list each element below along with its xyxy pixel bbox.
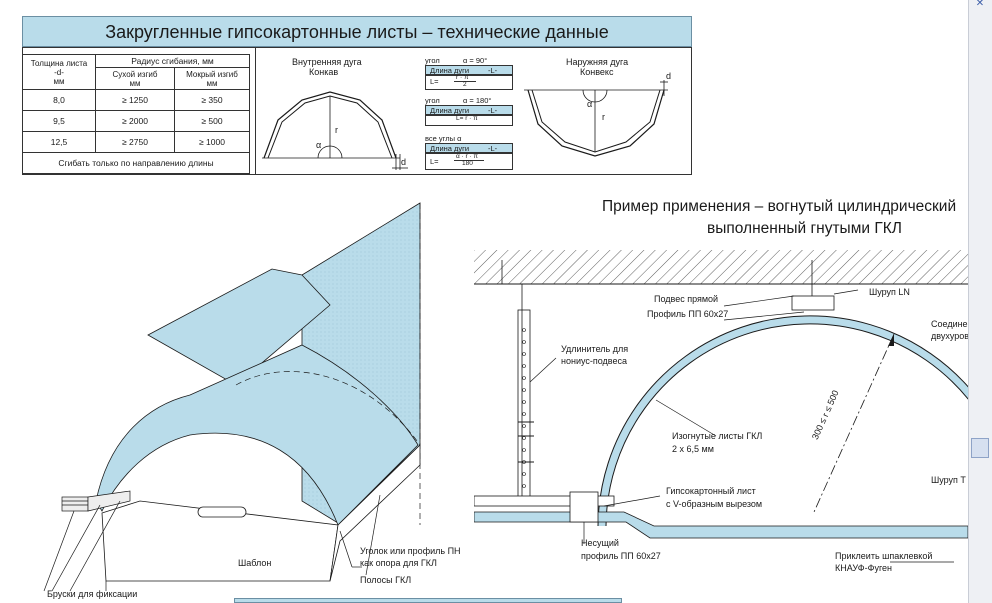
gkl-label-1: Гипсокартонный лист [666,486,756,496]
bent-sheets-label-2: 2 x 6,5 мм [672,444,714,454]
formula-panel: угол α = 90° Длина дуги -L- L= r · π 2 у… [423,56,515,172]
gkl-label-2: с V-образным вырезом [666,499,763,509]
thickness-header: Толщина листа -d- мм [22,54,96,90]
concave-r: r [335,125,338,135]
bend-radius-table: Толщина листа -d- мм Радиус сгибания, мм… [22,54,250,174]
glue-label-2: КНАУФ-Фуген [835,563,893,573]
convex-d: d [666,71,672,81]
convex-r: r [602,112,605,122]
dry-header: Сухой изгиб мм [95,67,175,90]
carrier-label-2: профиль ПП 60x27 [581,551,661,561]
strips-label: Полосы ГКЛ [360,575,412,585]
glue-label-1: Приклеить шпаклевкой [835,551,933,561]
concave-subtitle: Конкав [309,67,339,77]
concave-diagram [262,91,408,170]
wet-header: Мокрый изгиб мм [174,67,250,90]
screw-ln-label: Шуруп LN [869,287,910,297]
table-note: Сгибать только по направлению длины [22,152,250,174]
concave-title: Внутренняя дуга [292,57,362,67]
example-title-2: выполненный гнутыми ГКЛ [707,220,902,237]
corner-profile-label-2: как опора для ГКЛ [360,558,437,568]
convex-diagram [524,80,668,157]
convex-title: Наружняя дуга [566,57,629,67]
close-icon[interactable]: ✕ [975,0,985,9]
example-title-1: Пример применения – вогнутый цилиндричес… [602,198,957,215]
page-title: Закругленные гипсокартонные листы – техн… [105,22,609,42]
corner-profile-label-1: Уголок или профиль ПН [360,546,461,556]
radius-header: Радиус сгибания, мм [95,54,250,68]
vertical-scrollbar[interactable] [968,0,992,603]
ceiling-section-drawing [474,250,968,563]
divider [255,47,256,175]
table-row: 12,5≥ 2750≥ 1000 [22,131,250,153]
carrier-label-1: Несущий [581,538,619,548]
screw-t-label: Шуруп Т [931,475,966,485]
connection-label-1: Соедине [931,319,968,329]
convex-alpha: α [587,99,593,109]
hanger-label: Подвес прямой [654,294,719,304]
convex-subtitle: Конвекс [580,67,614,77]
concave-d: d [401,157,407,167]
extension-label-2: нониус-подвеса [561,356,627,366]
bars-label: Бруски для фиксации [47,589,138,599]
connection-label-2: двухуров [931,331,970,341]
table-row: 8,0≥ 1250≥ 350 [22,89,250,111]
scrollbar-thumb[interactable] [971,438,989,458]
isometric-drawing [43,202,421,592]
table-row: 9,5≥ 2000≥ 500 [22,110,250,132]
title-bar [22,16,692,47]
bottom-strip [234,598,622,603]
bent-sheets-label-1: Изогнутые листы ГКЛ [672,431,763,441]
table-row: Сгибать только по направлению длины [22,152,250,174]
profile-top-label: Профиль ПП 60x27 [647,309,729,319]
extension-label-1: Удлинитель для [561,344,629,354]
concave-alpha: α [316,140,322,150]
template-label: Шаблон [238,558,272,568]
